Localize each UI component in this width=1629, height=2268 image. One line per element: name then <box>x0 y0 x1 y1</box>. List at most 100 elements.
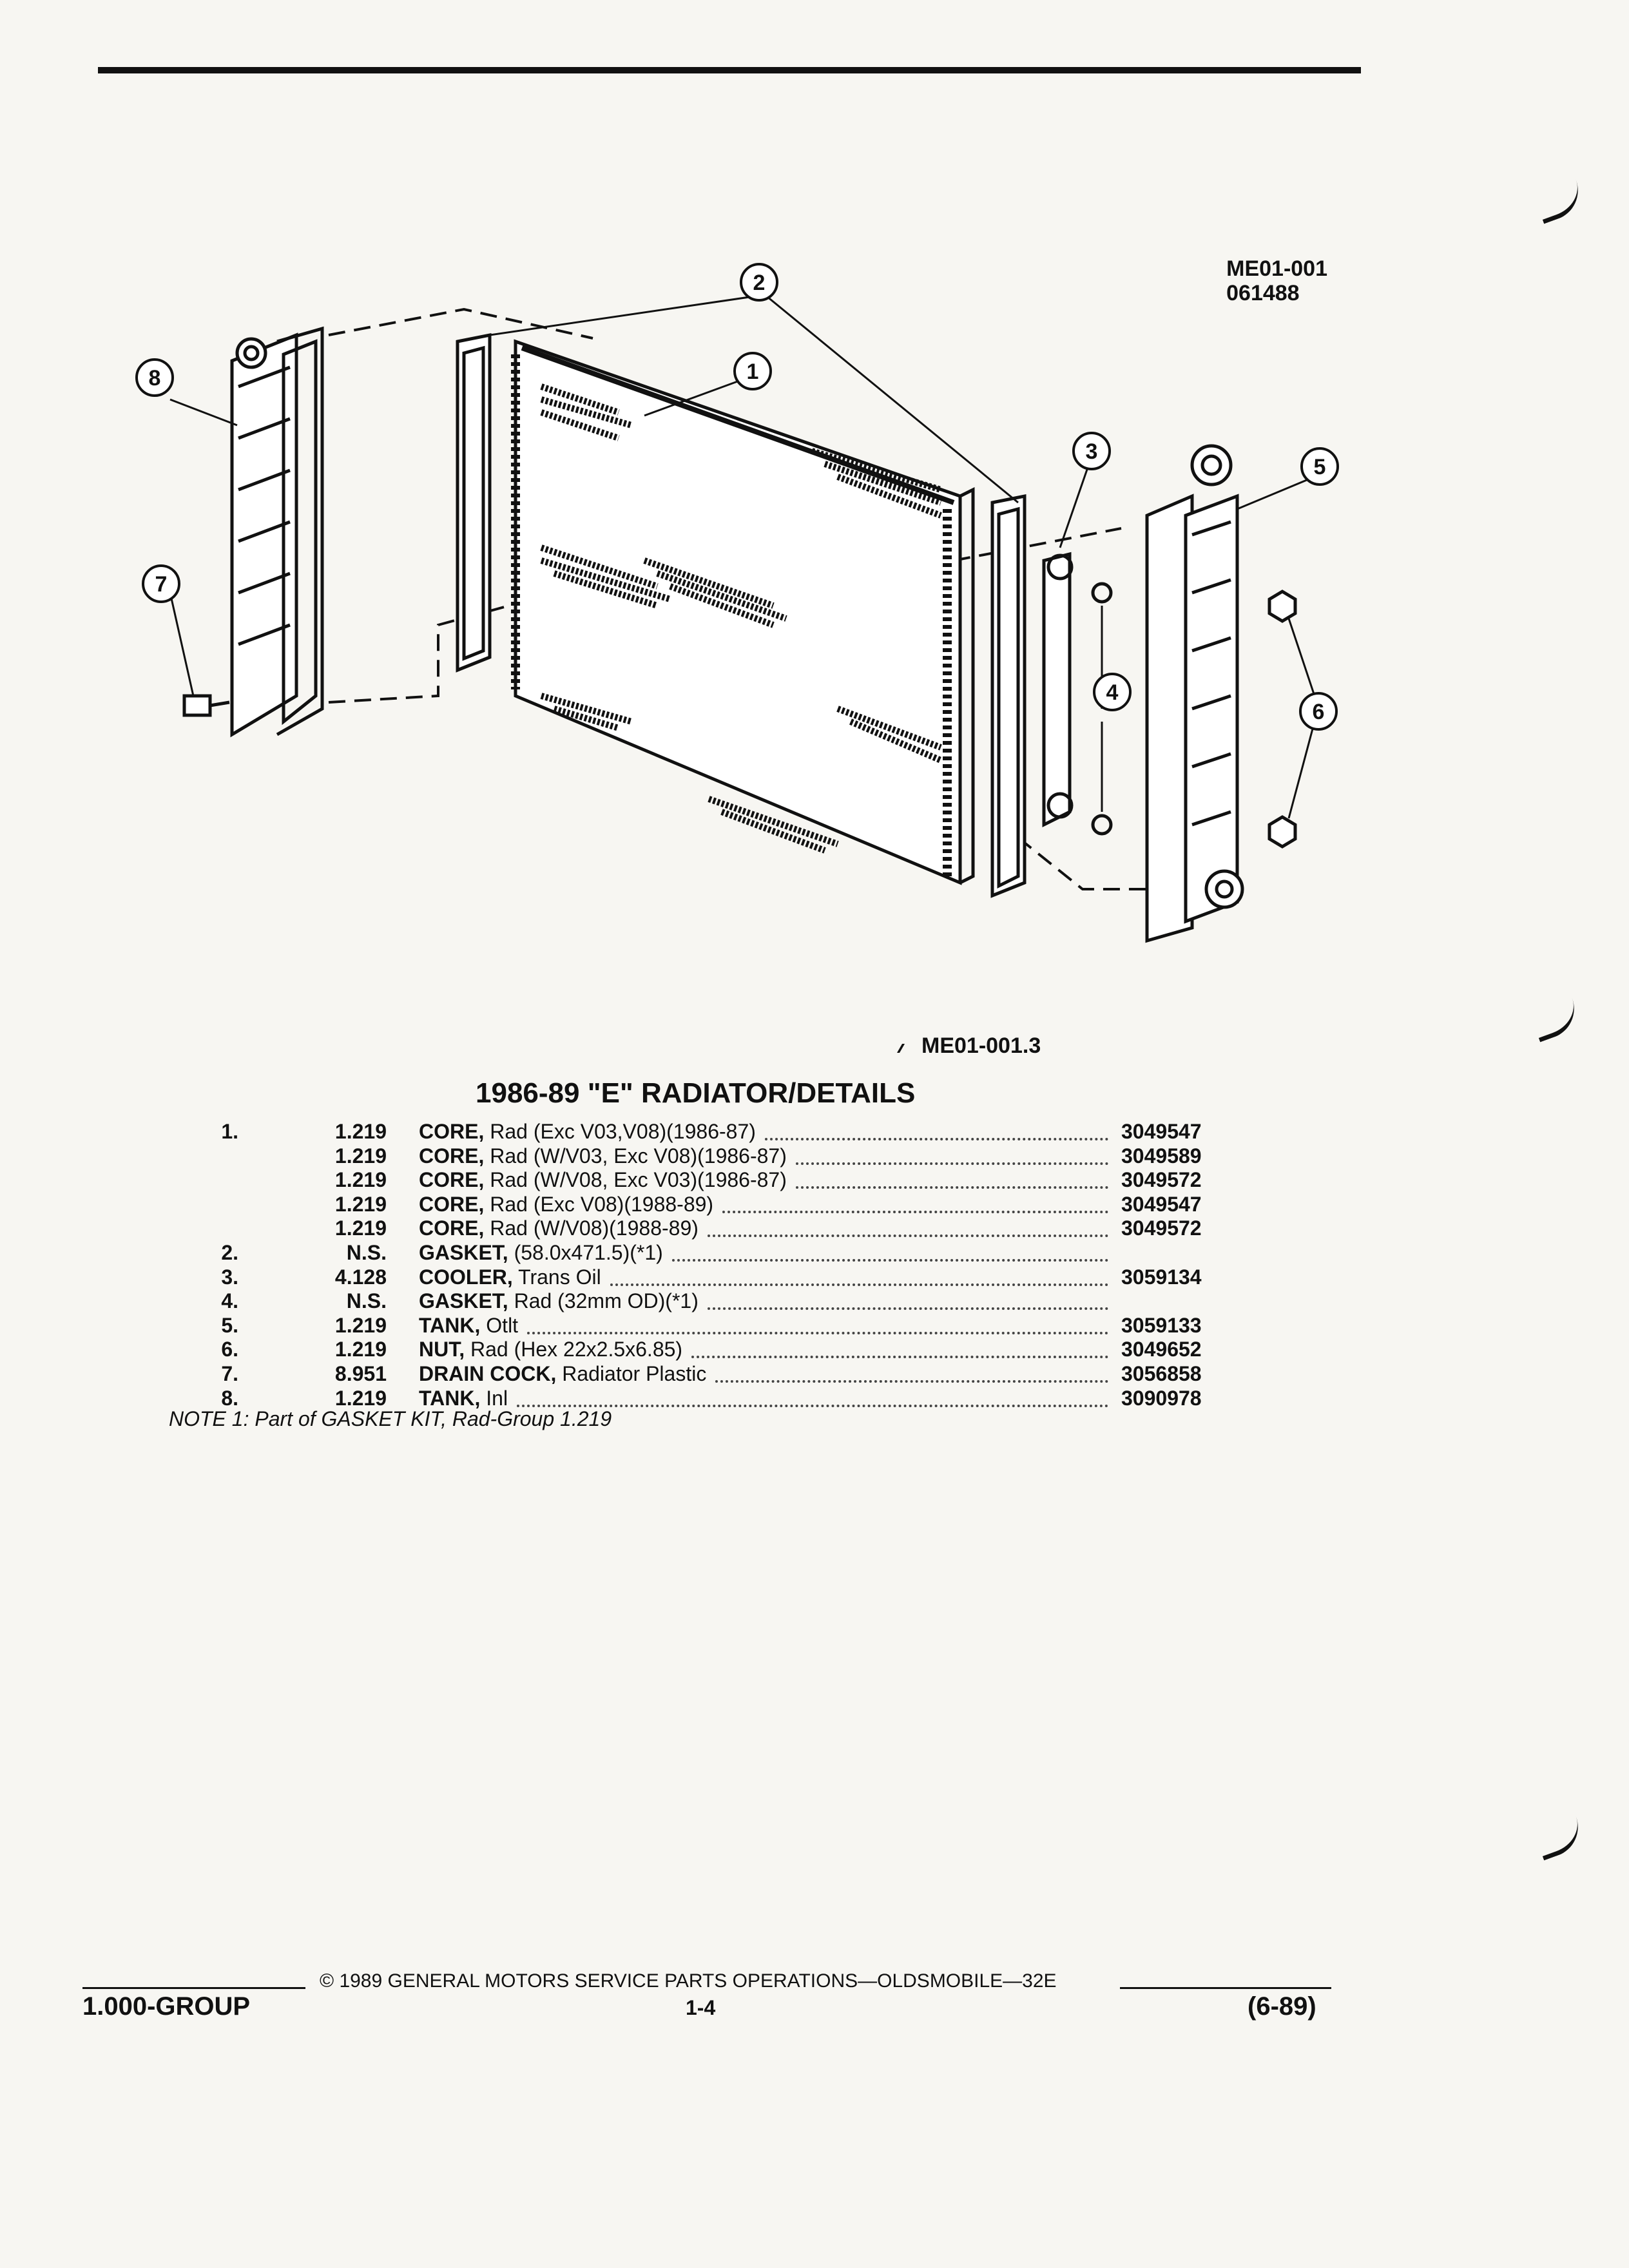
part-group-number: 1.219 <box>334 1192 387 1216</box>
part-item-number: 7. <box>221 1361 238 1385</box>
part-name: CORE, <box>419 1192 485 1216</box>
section-title: 1986-89 "E" RADIATOR/DETAILS <box>476 1077 916 1109</box>
part-item-number: 3. <box>221 1265 238 1289</box>
trans-oil-cooler <box>1042 552 1074 828</box>
part-description: GASKET, (58.0x471.5)(*1) <box>419 1241 663 1265</box>
figure-id-block: ME01-001 061488 <box>1226 256 1327 305</box>
part-number: 3059134 <box>1121 1265 1202 1289</box>
footer-group: 1.000-GROUP <box>82 1992 251 2021</box>
part-number: 3049572 <box>1121 1216 1202 1240</box>
part-detail: (58.0x471.5)(*1) <box>508 1240 663 1264</box>
part-item-number: 6. <box>221 1338 238 1361</box>
binding-mark <box>1530 998 1583 1043</box>
part-detail: Rad (32mm OD)(*1) <box>508 1289 699 1313</box>
dot-leader <box>610 1265 1108 1286</box>
part-group-number: 1.219 <box>334 1216 387 1240</box>
part-name: TANK, <box>419 1313 481 1337</box>
part-group-number: 1.219 <box>334 1338 387 1361</box>
part-item-number: 8. <box>221 1386 238 1410</box>
figure-id: ME01-001 <box>1226 256 1327 281</box>
part-detail: Otlt <box>480 1313 519 1337</box>
dot-leader <box>765 1120 1108 1140</box>
kit-note: NOTE 1: Part of GASKET KIT, Rad-Group 1.… <box>169 1407 612 1430</box>
part-group-number: 1.219 <box>334 1386 387 1410</box>
dot-leader <box>708 1216 1108 1238</box>
cooler-gasket-lower <box>1091 814 1113 836</box>
part-group-number: 4.128 <box>334 1265 387 1289</box>
part-number: 3056858 <box>1121 1361 1202 1385</box>
footer-page-number: 1-4 <box>686 1996 716 2019</box>
part-name: CORE, <box>419 1144 485 1168</box>
callout-8-circle <box>135 358 174 397</box>
part-description: COOLER, Trans Oil <box>419 1265 601 1289</box>
part-name: CORE, <box>419 1120 485 1143</box>
part-number: 3049652 <box>1121 1338 1202 1361</box>
callout-8-label: 8 <box>149 366 161 390</box>
callout-7-label: 7 <box>155 572 168 597</box>
part-name: COOLER, <box>419 1265 513 1289</box>
part-description: CORE, Rad (W/V08)(1988-89) <box>419 1216 699 1240</box>
part-name: TANK, <box>419 1386 481 1410</box>
callout-1-label: 1 <box>747 360 759 384</box>
dot-leader <box>796 1168 1108 1189</box>
callout-1-circle <box>733 352 772 390</box>
part-group-number: 8.951 <box>334 1361 387 1385</box>
cooler-gasket-upper <box>1091 582 1113 604</box>
part-description: TANK, Inl <box>419 1387 508 1410</box>
part-item-number: 1. <box>221 1120 238 1143</box>
figure-reference: ME01-001.3 <box>890 1033 1041 1059</box>
footer-copyright: © 1989 GENERAL MOTORS SERVICE PARTS OPER… <box>320 1970 1057 1992</box>
callout-markers <box>135 263 1339 731</box>
inlet-tank <box>230 326 324 738</box>
part-number: 3049589 <box>1121 1144 1202 1168</box>
outlet-tank <box>1145 444 1244 943</box>
part-number: 3049547 <box>1121 1120 1202 1143</box>
part-detail: Trans Oil <box>512 1265 601 1289</box>
part-group-number: 1.219 <box>334 1144 387 1168</box>
part-name: CORE, <box>419 1216 485 1240</box>
part-group-number: N.S. <box>346 1289 387 1313</box>
callout-7-circle <box>142 564 180 603</box>
callout-2-circle <box>740 263 778 302</box>
part-group-number: 1.219 <box>334 1168 387 1192</box>
part-detail: Rad (W/V08, Exc V03)(1986-87) <box>484 1168 787 1192</box>
radiator-exploded-diagram: 8 7 2 1 3 4 5 6 <box>135 263 1339 943</box>
dot-leader <box>715 1362 1108 1383</box>
dot-leader <box>722 1193 1108 1213</box>
part-item-number: 2. <box>221 1240 238 1264</box>
callout-2-label: 2 <box>753 271 766 295</box>
drain-cock <box>182 694 230 717</box>
part-number: 3059133 <box>1121 1313 1202 1337</box>
callout-3-label: 3 <box>1086 439 1098 464</box>
part-description: CORE, Rad (Exc V03,V08)(1986-87) <box>419 1120 756 1144</box>
part-number: 3049547 <box>1121 1192 1202 1216</box>
binding-mark <box>1534 180 1586 224</box>
figure-date-code: 061488 <box>1226 281 1300 305</box>
part-description: CORE, Rad (W/V08, Exc V03)(1986-87) <box>419 1168 787 1192</box>
part-number: 3049572 <box>1121 1168 1202 1192</box>
part-group-number: 1.219 <box>334 1120 387 1143</box>
part-group-number: 1.219 <box>334 1313 387 1337</box>
part-description: CORE, Rad (Exc V08)(1988-89) <box>419 1193 713 1216</box>
part-name: GASKET, <box>419 1240 508 1264</box>
part-detail: Rad (Exc V03,V08)(1986-87) <box>484 1120 756 1143</box>
part-number: 3090978 <box>1121 1386 1202 1410</box>
callout-6-label: 6 <box>1313 700 1325 724</box>
callout-4-circle <box>1093 673 1132 711</box>
part-description: CORE, Rad (W/V03, Exc V08)(1986-87) <box>419 1144 787 1168</box>
part-description: DRAIN COCK, Radiator Plastic <box>419 1362 706 1386</box>
dot-leader <box>672 1241 1108 1262</box>
part-detail: Rad (Hex 22x2.5x6.85) <box>465 1338 683 1361</box>
top-rule <box>98 67 1361 73</box>
part-description: TANK, Otlt <box>419 1314 518 1338</box>
binding-mark <box>1534 1816 1586 1861</box>
dot-leader <box>796 1144 1108 1165</box>
part-name: GASKET, <box>419 1289 508 1313</box>
footer-rule-right <box>1120 1987 1331 1989</box>
part-name: CORE, <box>419 1168 485 1192</box>
part-description: GASKET, Rad (32mm OD)(*1) <box>419 1289 699 1313</box>
footer-date: (6-89) <box>1248 1992 1316 2021</box>
callout-6-circle <box>1299 692 1338 731</box>
dot-leader <box>708 1289 1108 1311</box>
part-description: NUT, Rad (Hex 22x2.5x6.85) <box>419 1338 682 1361</box>
